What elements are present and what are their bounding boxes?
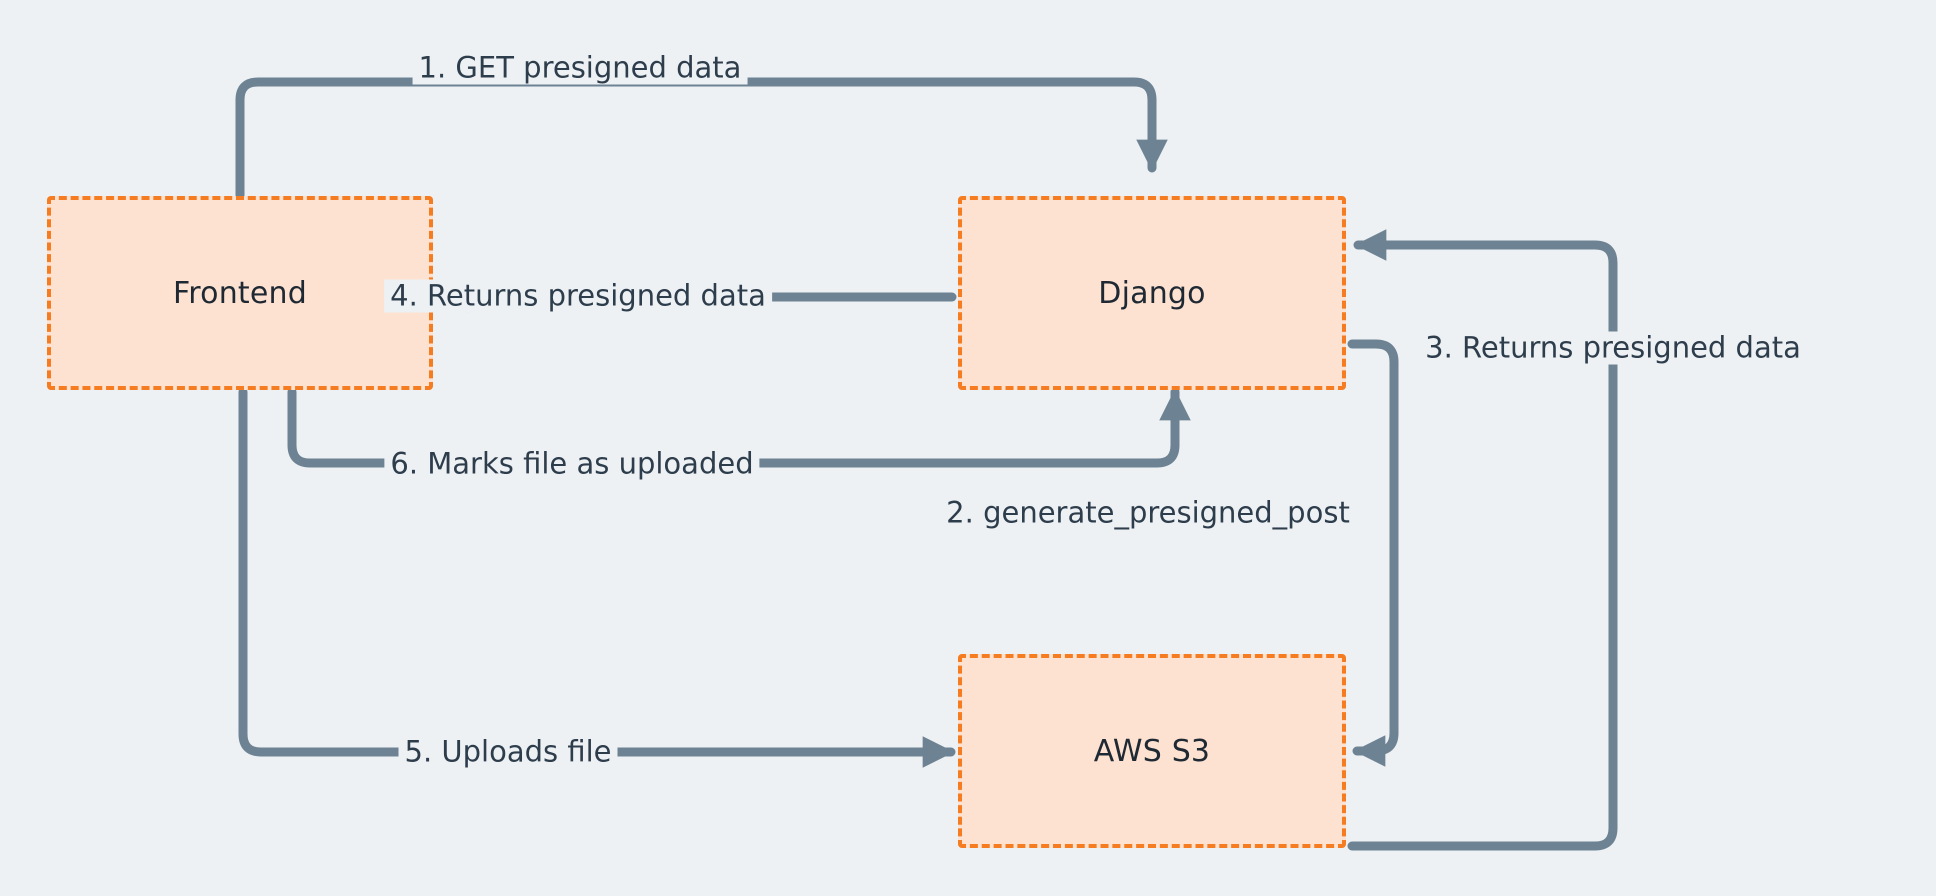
edge-path-2 bbox=[1347, 339, 1399, 767]
node-django-label: Django bbox=[1098, 275, 1206, 311]
edge-label-6: 6. Marks file as uploaded bbox=[384, 447, 760, 481]
edge-label-4: 4. Returns presigned data bbox=[384, 279, 772, 313]
edge-label-5: 5. Uploads file bbox=[398, 735, 618, 769]
node-frontend[interactable]: Frontend bbox=[47, 196, 433, 390]
node-frontend-label: Frontend bbox=[173, 275, 307, 311]
edge-path-3 bbox=[1347, 229, 1618, 851]
edge-label-3: 3. Returns presigned data bbox=[1419, 331, 1807, 365]
edge-label-2: 2. generate_presigned_post bbox=[940, 496, 1356, 530]
node-aws-s3-label: AWS S3 bbox=[1093, 733, 1211, 769]
node-aws-s3[interactable]: AWS S3 bbox=[958, 654, 1346, 848]
edge-path-5 bbox=[238, 387, 956, 768]
node-django[interactable]: Django bbox=[958, 196, 1346, 390]
edge-path-1 bbox=[235, 77, 1168, 201]
edge-label-1: 1. GET presigned data bbox=[412, 51, 748, 85]
